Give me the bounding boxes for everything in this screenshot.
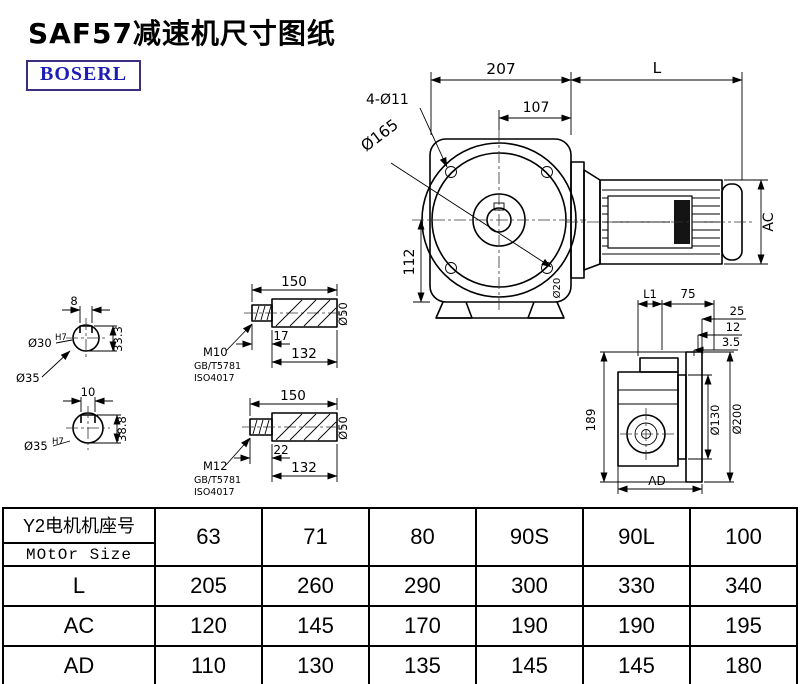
size-col-100: 100 bbox=[689, 507, 798, 567]
bolt-holes-label: 4-Ø11 bbox=[366, 92, 409, 108]
brand-logo: BOSERL bbox=[26, 60, 142, 91]
table-cell: 290 bbox=[368, 565, 477, 607]
technical-drawing: 207 L 107 4-Ø11 Ø165 112 AC Ø20 bbox=[16, 59, 777, 498]
table-row-AC: AC 120 145 170 190 190 195 bbox=[2, 605, 798, 647]
key-depth-2-label: 38.8 bbox=[115, 416, 129, 442]
dim-L-label: L bbox=[653, 59, 662, 77]
table-cell: 300 bbox=[475, 565, 584, 607]
bore-2-tolerance: H7 bbox=[52, 437, 64, 447]
table-cell: 145 bbox=[475, 645, 584, 684]
table-cell: 340 bbox=[689, 565, 798, 607]
dim-L1-label: L1 bbox=[643, 287, 657, 301]
bore-1-tolerance: H7 bbox=[55, 333, 67, 343]
table-cell: 130 bbox=[261, 645, 370, 684]
table-cell: 330 bbox=[582, 565, 691, 607]
keyway-width-2-label: 10 bbox=[81, 385, 96, 399]
size-col-71: 71 bbox=[261, 507, 370, 567]
motor-frame-label-cn: Y2电机机座号 bbox=[4, 509, 154, 544]
dim-AD-label: AD bbox=[648, 474, 665, 488]
row-label-L: L bbox=[2, 565, 156, 607]
size-col-63: 63 bbox=[154, 507, 263, 567]
size-col-90S: 90S bbox=[475, 507, 584, 567]
shaft-end-views: 8 Ø30 H7 33.3 Ø35 10 Ø35 H7 38. bbox=[16, 294, 129, 453]
table-header-motor-size: Y2电机机座号 MOtOr Size bbox=[2, 507, 156, 567]
table-cell: 170 bbox=[368, 605, 477, 647]
side-view: L1 75 25 12 3.5 189 Ø130 Ø200 bbox=[584, 287, 746, 494]
bore-2-label: Ø35 bbox=[24, 439, 48, 453]
keyway-width-1-label: 8 bbox=[70, 294, 77, 308]
table-cell: 190 bbox=[475, 605, 584, 647]
dim-AC-label: AC bbox=[761, 212, 777, 231]
size-col-80: 80 bbox=[368, 507, 477, 567]
bolt-hole bbox=[541, 166, 553, 178]
table-cell: 145 bbox=[582, 645, 691, 684]
dim-107-label: 107 bbox=[523, 100, 550, 116]
table-row-AD: AD 110 130 135 145 145 180 bbox=[2, 645, 798, 684]
dimension-table: Y2电机机座号 MOtOr Size 63 71 80 90S 90L 100 … bbox=[2, 507, 798, 684]
table-cell: 145 bbox=[261, 605, 370, 647]
shaft-b-standard-1: GB/T5781 bbox=[194, 475, 241, 486]
shaft-b-body-length-label: 132 bbox=[291, 460, 317, 476]
dia-200-label: Ø200 bbox=[730, 403, 744, 434]
motor bbox=[566, 161, 752, 279]
dim-112-label: 112 bbox=[402, 249, 418, 276]
table-cell: 180 bbox=[689, 645, 798, 684]
table-cell: 195 bbox=[689, 605, 798, 647]
dia-130-label: Ø130 bbox=[708, 404, 722, 435]
table-row-L: L 205 260 290 300 330 340 bbox=[2, 565, 798, 607]
shaft-b-thread-length-label: 22 bbox=[273, 443, 288, 457]
page-title: SAF57减速机尺寸图纸 bbox=[28, 17, 336, 50]
shaft-a-standard-2: ISO4017 bbox=[194, 373, 235, 384]
shaft-b-length-label: 150 bbox=[280, 388, 306, 404]
size-col-90L: 90L bbox=[582, 507, 691, 567]
motor-frame-label-en: MOtOr Size bbox=[25, 546, 132, 564]
table-cell: 110 bbox=[154, 645, 263, 684]
table-cell: 120 bbox=[154, 605, 263, 647]
dim-12-label: 12 bbox=[726, 320, 741, 334]
shaft-b-thread-label: M12 bbox=[203, 459, 228, 473]
table-cell: 190 bbox=[582, 605, 691, 647]
bolt-hole bbox=[445, 166, 457, 178]
bolt-hole bbox=[445, 262, 457, 274]
row-label-AD: AD bbox=[2, 645, 156, 684]
shaft-detail-m12: 150 22 132 Ø50 M12 GB/T5781 ISO4017 bbox=[194, 388, 350, 498]
shaft-a-length-label: 150 bbox=[281, 274, 307, 290]
flange-dia-label: Ø165 bbox=[358, 116, 402, 156]
shaft-b-standard-2: ISO4017 bbox=[194, 487, 235, 498]
mounting-foot bbox=[527, 301, 565, 319]
shaft-a-thread-length-label: 17 bbox=[273, 329, 288, 343]
table-cell: 205 bbox=[154, 565, 263, 607]
front-view: 207 L 107 4-Ø11 Ø165 112 AC Ø20 bbox=[358, 59, 777, 319]
shaft-b-dia-label: Ø50 bbox=[336, 416, 350, 440]
dim-189-label: 189 bbox=[584, 409, 598, 432]
shaft-dia-label: Ø20 bbox=[551, 278, 563, 299]
shaft-a-body-length-label: 132 bbox=[291, 346, 317, 362]
shaft-a-thread-label: M10 bbox=[203, 345, 228, 359]
mounting-foot bbox=[435, 301, 473, 319]
shaft-a-dia-label: Ø50 bbox=[336, 302, 350, 326]
table-cell: 260 bbox=[261, 565, 370, 607]
dim-75-label: 75 bbox=[680, 287, 695, 301]
row-label-AC: AC bbox=[2, 605, 156, 647]
shaft-detail-m10: 150 17 132 Ø50 M10 GB/T5781 ISO4017 bbox=[194, 274, 350, 384]
bore-1-label: Ø30 bbox=[28, 336, 52, 350]
dim-207-label: 207 bbox=[486, 60, 516, 78]
key-depth-1-label: 33.3 bbox=[111, 326, 125, 352]
table-cell: 135 bbox=[368, 645, 477, 684]
shaft-od-label: Ø35 bbox=[16, 371, 40, 385]
dim-25-label: 25 bbox=[730, 304, 745, 318]
shaft-a-standard-1: GB/T5781 bbox=[194, 361, 241, 372]
dim-3-5-label: 3.5 bbox=[722, 335, 740, 349]
